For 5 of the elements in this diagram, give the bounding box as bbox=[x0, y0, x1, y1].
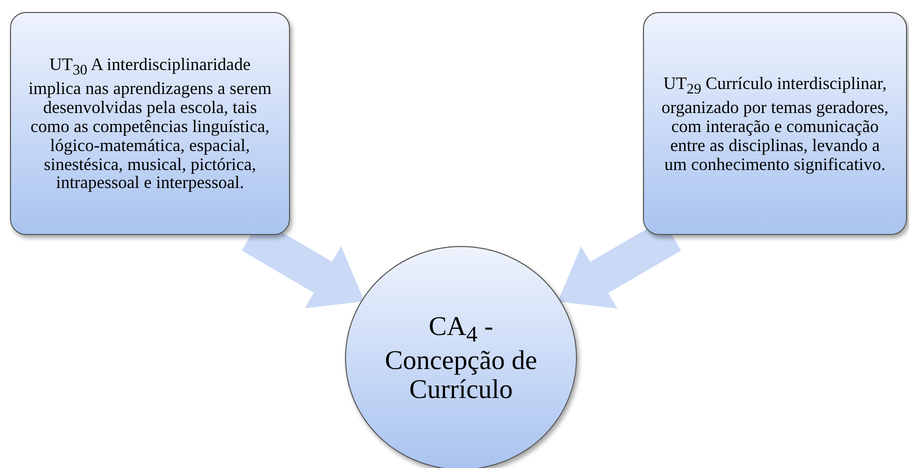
description-text: UT$_{30}$ A interdisciplinaridade implica nas aprendizagens a serem desenvolvidas pela escola, tais como as competências linguística, lógico-matemática, espacial, sinestésica, musical, pictórica, intrapessoal e interpessoal. bbox=[28, 54, 272, 192]
text-box bbox=[10, 12, 290, 235]
text-box bbox=[643, 12, 907, 235]
concept-label: CA$_{4}$ - Concepção de Currículo bbox=[384, 312, 538, 404]
description-text: UT$_{29}$ Currículo interdisciplinar, organizado por temas geradores, com interação e comunicação entre as disciplinas, levando a um conhecimento significativo. bbox=[660, 74, 890, 174]
